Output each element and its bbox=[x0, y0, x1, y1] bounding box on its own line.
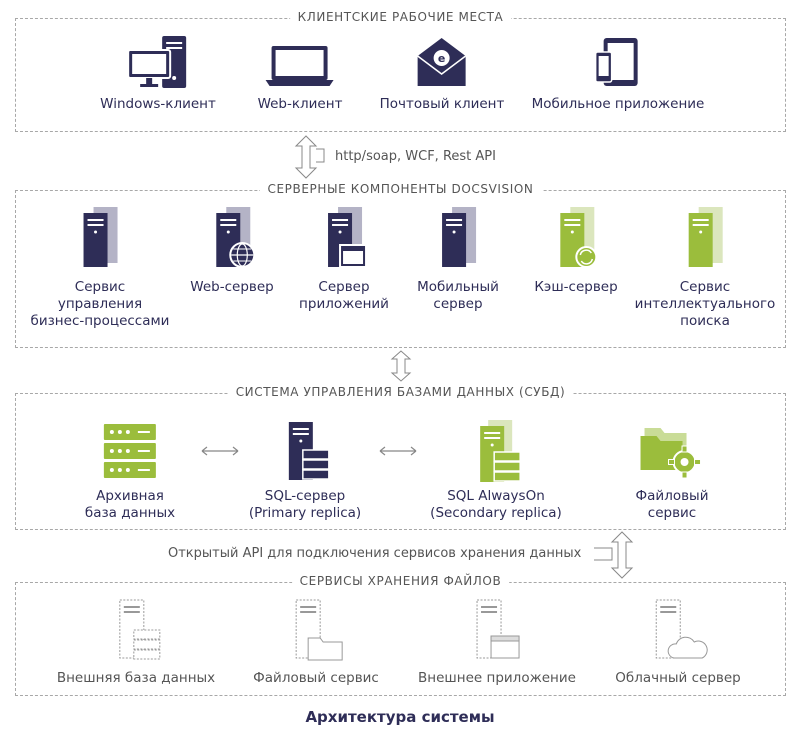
app-server-node: Сервер приложений bbox=[299, 205, 389, 313]
mobile-app-label: Мобильное приложение bbox=[531, 96, 705, 112]
storage-file-service-node: Файловый сервис bbox=[253, 598, 379, 687]
double-arrow-horizontal-icon bbox=[379, 446, 417, 456]
open-api-label: Открытый API для подключения сервисов хр… bbox=[168, 546, 582, 561]
protocols-label: http/soap, WCF, Rest API bbox=[335, 149, 496, 164]
mail-client-node: e Почтовый клиент bbox=[379, 34, 505, 113]
double-arrow-icon bbox=[594, 531, 634, 579]
file-server-folder-icon bbox=[295, 599, 343, 661]
search-service-label-2: интеллектуального bbox=[634, 296, 776, 312]
cache-server-node: Кэш-сервер bbox=[534, 205, 618, 296]
file-service-label-2: сервис bbox=[647, 505, 697, 521]
external-app-label: Внешнее приложение bbox=[418, 670, 576, 686]
diagram-caption: Архитектура системы bbox=[305, 708, 495, 726]
search-server-icon bbox=[688, 207, 723, 267]
archive-db-label-1: Архивная bbox=[96, 488, 164, 504]
external-db-node: Внешняя база данных bbox=[57, 598, 215, 687]
archive-db-node: Архивная база данных bbox=[85, 420, 175, 522]
clients-section: КЛИЕНТСКИЕ РАБОЧИЕ МЕСТА bbox=[15, 10, 786, 132]
mail-envelope-icon: e bbox=[417, 38, 467, 86]
external-database-icon bbox=[119, 599, 161, 660]
double-arrow-icon bbox=[390, 350, 412, 382]
server-section: СЕРВЕРНЫЕ КОМПОНЕНТЫ DOCSVISION bbox=[15, 182, 786, 348]
sql-server-label-1: SQL-сервер bbox=[264, 488, 346, 504]
double-arrow-icon bbox=[294, 135, 325, 179]
sql-alwayson-node: SQL AlwaysOn (Secondary replica) bbox=[430, 420, 562, 522]
folder-gear-icon bbox=[640, 428, 702, 479]
svg-text:e: e bbox=[438, 52, 445, 65]
bpm-service-node: Сервис управления бизнес-процессами bbox=[30, 205, 170, 330]
sql-alwayson-icon bbox=[480, 420, 521, 482]
dbms-section: СИСТЕМА УПРАВЛЕНИЯ БАЗАМИ ДАННЫХ (СУБД) bbox=[15, 385, 786, 530]
windows-client-node: Windows-клиент bbox=[100, 34, 216, 113]
search-service-label-1: Сервис bbox=[679, 279, 731, 295]
dbms-section-title: СИСТЕМА УПРАВЛЕНИЯ БАЗАМИ ДАННЫХ (СУБД) bbox=[227, 385, 574, 399]
sql-alwayson-label-1: SQL AlwaysOn bbox=[447, 488, 545, 504]
external-app-icon bbox=[476, 599, 520, 659]
windows-client-label: Windows-клиент bbox=[100, 96, 216, 112]
bpm-service-label-1: Сервис bbox=[74, 279, 126, 295]
server-icon bbox=[441, 207, 476, 267]
sql-server-node: SQL-сервер (Primary replica) bbox=[249, 420, 361, 522]
sql-server-icon bbox=[288, 422, 330, 480]
app-server-label-2: приложений bbox=[299, 296, 389, 312]
cache-server-label: Кэш-сервер bbox=[534, 279, 618, 295]
sql-server-label-2: (Primary replica) bbox=[248, 505, 362, 521]
cache-server-icon bbox=[559, 207, 597, 268]
desktop-computer-icon bbox=[127, 36, 186, 88]
mobile-server-label-1: Мобильный bbox=[417, 279, 499, 295]
sql-alwayson-label-2: (Secondary replica) bbox=[430, 505, 562, 521]
laptop-icon bbox=[265, 46, 334, 86]
mobile-app-node: Мобильное приложение bbox=[531, 34, 705, 113]
mobile-server-label-2: сервер bbox=[433, 296, 483, 312]
storage-file-service-label: Файловый сервис bbox=[253, 670, 379, 686]
cloud-server-icon bbox=[655, 599, 708, 659]
server-icon bbox=[84, 207, 118, 267]
double-arrow-horizontal-icon bbox=[201, 446, 239, 456]
mail-client-label: Почтовый клиент bbox=[379, 96, 505, 112]
storage-section: СЕРВИСЫ ХРАНЕНИЯ ФАЙЛОВ bbox=[15, 574, 786, 696]
archive-db-label-2: база данных bbox=[84, 505, 176, 521]
clients-section-title: КЛИЕНТСКИЕ РАБОЧИЕ МЕСТА bbox=[289, 10, 512, 24]
file-service-node: Файловый сервис bbox=[635, 420, 709, 522]
web-client-node: Web-клиент bbox=[257, 34, 343, 113]
storage-section-title: СЕРВИСЫ ХРАНЕНИЯ ФАЙЛОВ bbox=[291, 574, 510, 588]
web-client-label: Web-клиент bbox=[257, 96, 343, 112]
mobile-devices-icon bbox=[595, 38, 638, 86]
external-app-node: Внешнее приложение bbox=[418, 598, 576, 687]
web-server-node: Web-сервер bbox=[190, 205, 274, 296]
search-service-label-3: поиска bbox=[680, 313, 730, 329]
database-server-icon bbox=[104, 424, 156, 478]
app-server-icon bbox=[328, 207, 367, 268]
file-service-label-1: Файловый bbox=[635, 488, 709, 504]
bpm-service-label-2: управления bbox=[57, 296, 143, 312]
bpm-service-label-3: бизнес-процессами bbox=[30, 313, 170, 329]
external-db-label: Внешняя база данных bbox=[56, 670, 216, 686]
app-server-label-1: Сервер bbox=[318, 279, 370, 295]
search-service-node: Сервис интеллектуального поиска bbox=[634, 205, 776, 330]
cloud-server-label: Облачный сервер bbox=[615, 670, 741, 686]
web-server-label: Web-сервер bbox=[190, 279, 274, 295]
cloud-server-node: Облачный сервер bbox=[615, 598, 741, 687]
server-section-title: СЕРВЕРНЫЕ КОМПОНЕНТЫ DOCSVISION bbox=[259, 182, 542, 196]
web-server-globe-icon bbox=[216, 207, 255, 268]
mobile-server-node: Мобильный сервер bbox=[417, 205, 499, 313]
